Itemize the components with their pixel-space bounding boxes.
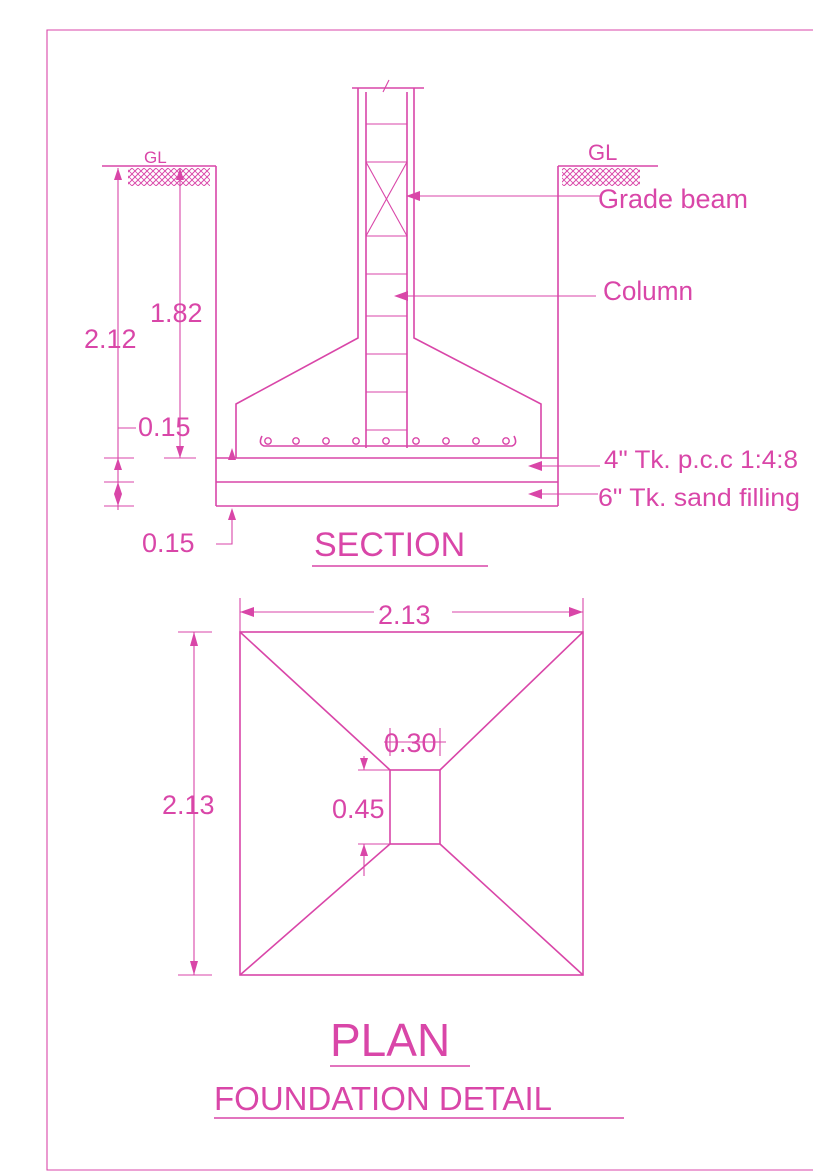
dim-arrow-pcc bbox=[114, 458, 122, 470]
gl-left-label: GL bbox=[144, 148, 167, 167]
pcc-label: 4" Tk. p.c.c 1:4:8 bbox=[604, 446, 798, 474]
leader-sand-arrow-right bbox=[528, 489, 542, 499]
section-title: SECTION bbox=[314, 526, 465, 564]
dim-col-depth-arrow-top bbox=[360, 758, 368, 770]
pcc-left-arrow bbox=[228, 448, 236, 460]
grade-beam-cross-b bbox=[365, 161, 408, 237]
dim-depth-footing-text: 1.82 bbox=[150, 298, 203, 328]
dim-arrow-footing-bottom bbox=[176, 446, 184, 458]
dim-arrow-width-left bbox=[240, 607, 254, 617]
sand-label: 6" Tk. sand filling bbox=[598, 484, 800, 512]
footing-plan-outline bbox=[239, 631, 584, 976]
soil-hatch-left bbox=[128, 168, 210, 186]
dim-arrow-height-bottom bbox=[190, 961, 198, 975]
bottom-rebar bbox=[259, 435, 517, 447]
dim-sand-thk-text: 0.15 bbox=[142, 528, 195, 558]
plan-width-text: 2.13 bbox=[378, 600, 431, 630]
dim-arrow-total-top bbox=[114, 168, 122, 180]
dim-arrow-sand bbox=[114, 482, 122, 494]
soil-hatch-right bbox=[562, 168, 640, 186]
grade-beam-label: Grade beam bbox=[598, 184, 748, 214]
sheet-border bbox=[46, 29, 813, 1171]
column-width-text: 0.30 bbox=[384, 728, 437, 758]
dim-col-depth-arrow-bottom bbox=[360, 844, 368, 856]
plan-diagonal-br bbox=[439, 843, 584, 976]
section-view: GL GL 2.12 1.82 0.15 0.15 Grade beam Col… bbox=[84, 79, 800, 567]
column-break-mark bbox=[382, 79, 390, 93]
plan-height-text: 2.13 bbox=[162, 790, 215, 820]
footing-outline-right bbox=[413, 88, 542, 458]
column-label: Column bbox=[603, 276, 693, 306]
plan-view: 2.13 2.13 0.30 0.45 PLAN FOUNDATION DETA… bbox=[162, 598, 624, 1119]
footing-outline bbox=[235, 88, 359, 458]
leader-grade-beam-arrow bbox=[406, 191, 420, 201]
column-depth-text: 0.45 bbox=[332, 794, 385, 824]
dim-total-depth-text: 2.12 bbox=[84, 324, 137, 354]
dim-arrow-footing-top bbox=[176, 168, 184, 180]
dim-arrow-width-right bbox=[569, 607, 583, 617]
leader-sand-thk bbox=[216, 510, 233, 545]
rebar-dots bbox=[264, 437, 510, 445]
plan-diagonal-bl bbox=[239, 843, 391, 976]
column-plan-outline bbox=[389, 769, 441, 845]
dim-arrow-total-bottom bbox=[114, 494, 122, 506]
leader-column-arrow bbox=[394, 291, 408, 301]
dim-arrow-height-top bbox=[190, 632, 198, 646]
column-ties bbox=[366, 123, 407, 431]
plan-diagonal-tl bbox=[239, 631, 391, 771]
drawing-title: FOUNDATION DETAIL bbox=[214, 1080, 552, 1117]
gl-right-label: GL bbox=[588, 140, 617, 165]
dim-pcc-thk-text: 0.15 bbox=[138, 412, 191, 442]
leader-sand-arrow bbox=[228, 508, 236, 520]
plan-title: PLAN bbox=[330, 1014, 450, 1066]
plan-diagonal-tr bbox=[439, 631, 584, 771]
leader-pcc-arrow bbox=[528, 461, 542, 471]
